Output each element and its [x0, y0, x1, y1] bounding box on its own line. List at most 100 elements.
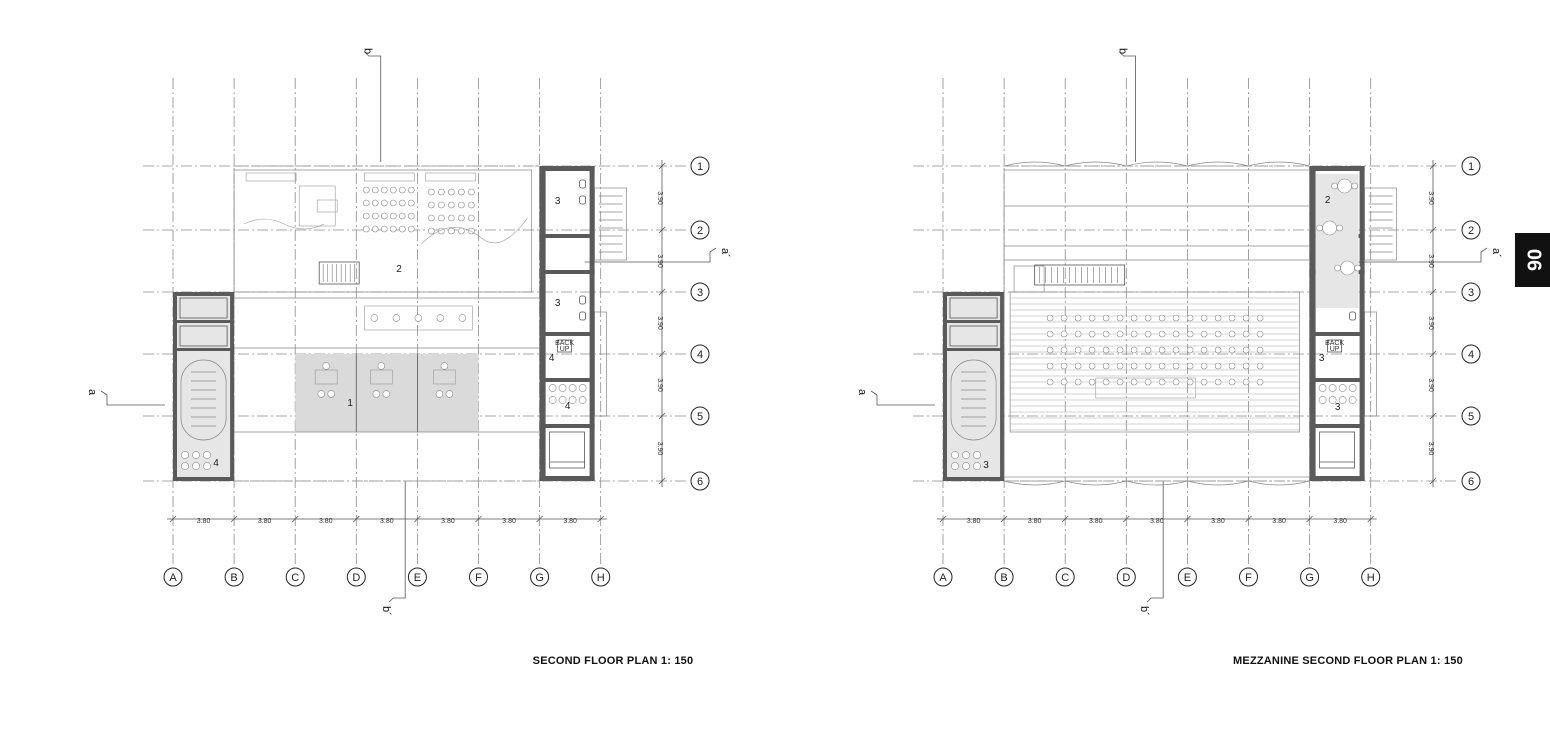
column-label-C: C: [1061, 572, 1069, 584]
seat: [428, 201, 435, 209]
section-mark-a-right: a´: [719, 248, 731, 258]
seat: [1186, 378, 1194, 386]
dimension-tick: [1245, 515, 1252, 523]
section-mark-b-bottom: b´: [1138, 606, 1150, 616]
shaft-wall: [943, 320, 1005, 323]
right-core-wall: [539, 166, 546, 481]
seat: [1144, 378, 1152, 386]
seat: [192, 451, 200, 459]
seat: [973, 462, 981, 470]
seat: [1116, 378, 1124, 386]
seat: [568, 384, 577, 392]
seat: [438, 201, 445, 209]
shaft: [179, 325, 228, 347]
seat: [973, 451, 981, 459]
row-label-6: 6: [697, 476, 703, 488]
seat: [1318, 396, 1327, 404]
room-number: 2: [1325, 195, 1331, 206]
row-spacing: 3.90: [1427, 316, 1434, 330]
dimension-tick: [169, 515, 177, 523]
seat: [371, 186, 379, 194]
shaft: [179, 297, 228, 319]
row-bubble-5: [690, 406, 710, 426]
column-bubble-E: [407, 567, 427, 587]
seat: [1334, 264, 1341, 272]
seat: [1186, 314, 1194, 322]
seat: [568, 396, 577, 404]
column-spacing: 3.80: [1333, 518, 1347, 525]
seat: [1144, 362, 1152, 370]
seat: [371, 199, 379, 207]
dimension-tick: [1429, 226, 1437, 234]
seat: [1228, 330, 1236, 338]
column-label-E: E: [1184, 572, 1191, 584]
bookshelf: [245, 172, 297, 182]
dimension-tick: [597, 515, 604, 523]
reading-counter: [363, 305, 473, 331]
right-core-wall: [539, 332, 595, 336]
column-bubble-C: [1055, 567, 1075, 587]
seat: [380, 199, 388, 207]
seat: [1200, 346, 1208, 354]
seat: [1200, 330, 1208, 338]
seat: [1348, 396, 1357, 404]
stair-opening: [318, 261, 360, 285]
dimension-tick: [1429, 477, 1437, 485]
seat: [962, 451, 970, 459]
stair-opening: [1013, 265, 1045, 293]
seat: [1102, 346, 1110, 354]
seating-curve: [421, 217, 528, 245]
curtain-wall-top: [1187, 161, 1249, 167]
seat: [1338, 384, 1347, 392]
seat: [362, 186, 370, 194]
exterior-stair: [1364, 187, 1397, 261]
seat: [1060, 330, 1068, 338]
seat: [1102, 378, 1110, 386]
row-label-4: 4: [1468, 349, 1474, 361]
curtain-wall-top: [1126, 161, 1188, 167]
seat: [1242, 346, 1250, 354]
column-spacing: 3.80: [197, 518, 211, 525]
column-label-H: H: [597, 572, 605, 584]
shaft-wall: [173, 320, 235, 323]
seat: [389, 199, 397, 207]
seat: [1130, 346, 1138, 354]
row-spacing: 3.90: [656, 442, 663, 456]
seat: [428, 227, 435, 235]
seat: [1172, 330, 1180, 338]
seat: [1074, 330, 1082, 338]
column-label-H: H: [1367, 572, 1375, 584]
seat: [1116, 330, 1124, 338]
right-core-wall: [589, 166, 595, 481]
exterior-stair: [594, 187, 627, 261]
seat: [1316, 224, 1323, 232]
left-core-wall: [1000, 292, 1005, 481]
seat: [398, 225, 406, 233]
column-spacing: 3.80: [1211, 518, 1225, 525]
seat: [1242, 314, 1250, 322]
wc-fixture: [579, 295, 586, 305]
seat: [1088, 330, 1096, 338]
seat: [951, 451, 959, 459]
seat: [1200, 314, 1208, 322]
dimension-tick: [291, 515, 299, 523]
right-core-wall: [539, 270, 595, 274]
elevator-panel-label: UP: [1330, 346, 1340, 353]
dimension-tick: [1367, 515, 1374, 523]
row-label-2: 2: [697, 225, 703, 237]
seat: [1242, 330, 1250, 338]
seat: [407, 212, 415, 220]
seat: [468, 227, 475, 235]
column-bubble-H: [1361, 567, 1381, 587]
room-number: 2: [396, 264, 402, 275]
dimension-tick: [658, 288, 666, 296]
seat: [1318, 384, 1327, 392]
seat: [1172, 314, 1180, 322]
dimension-tick: [658, 412, 666, 420]
section-mark-a-left-line: [870, 390, 935, 406]
column-label-F: F: [1245, 572, 1252, 584]
seat: [1060, 314, 1068, 322]
seat: [1158, 314, 1166, 322]
